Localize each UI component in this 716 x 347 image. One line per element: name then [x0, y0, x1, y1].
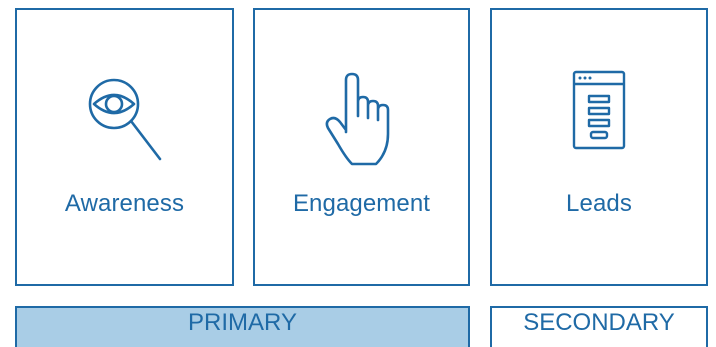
magnifier-eye-icon: [17, 76, 232, 172]
secondary-bar: SECONDARY: [490, 306, 708, 347]
awareness-card: Awareness: [15, 8, 234, 286]
leads-label: Leads: [566, 190, 632, 217]
engagement-card: Engagement: [253, 8, 470, 286]
engagement-label: Engagement: [292, 190, 431, 217]
leads-card: Leads: [490, 8, 708, 286]
hand-pointer-icon: [255, 72, 468, 168]
awareness-label: Awareness: [64, 190, 185, 217]
browser-form-icon: [492, 70, 706, 150]
primary-bar: PRIMARY: [15, 306, 470, 347]
